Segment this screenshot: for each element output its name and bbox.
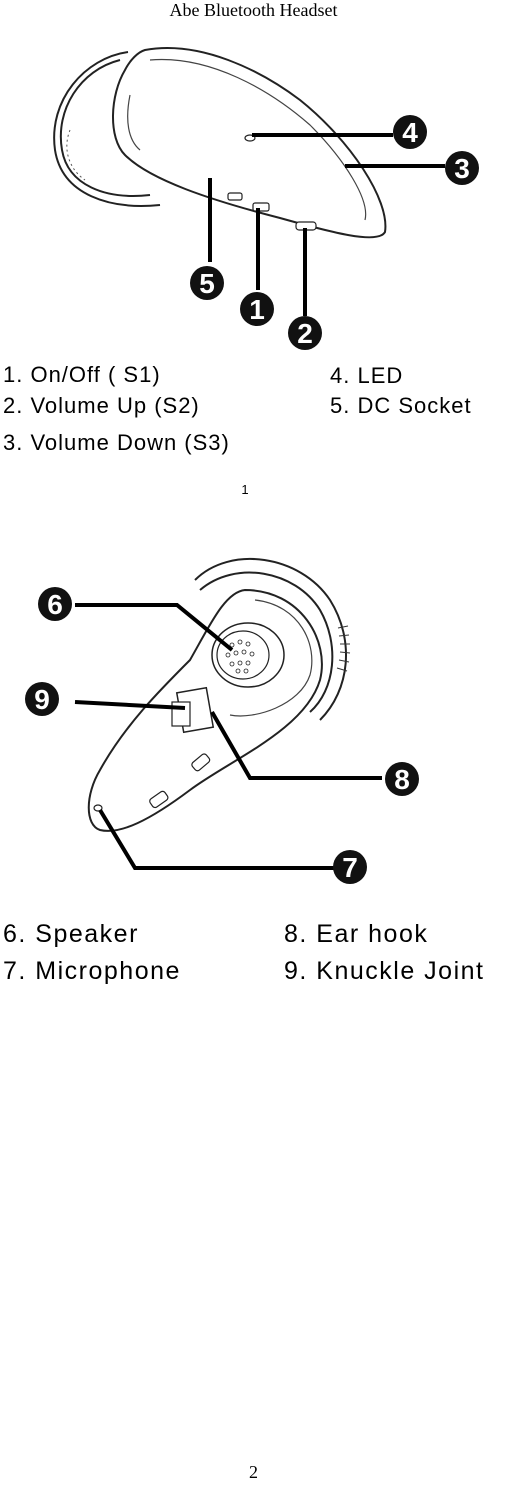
svg-text:7: 7 (342, 852, 358, 883)
callout-9: 9 (25, 682, 59, 716)
headset-diagram-inner-view: 6 9 8 7 (25, 558, 419, 884)
svg-text:3: 3 (454, 153, 470, 184)
document-title: Abe Bluetooth Headset (169, 0, 338, 20)
callout-3: 3 (445, 151, 479, 185)
page-number-1: 1 (241, 482, 249, 497)
label-on-off: 1. On/Off ( S1) (3, 362, 161, 387)
svg-text:6: 6 (47, 589, 63, 620)
label-ear-hook: 8. Ear hook (284, 920, 429, 948)
svg-text:2: 2 (297, 318, 313, 349)
svg-text:1: 1 (249, 294, 265, 325)
svg-text:9: 9 (34, 684, 50, 715)
page-number-2: 2 (249, 1462, 258, 1482)
callout-6: 6 (38, 587, 72, 621)
label-volume-up: 2. Volume Up (S2) (3, 393, 200, 418)
headset-diagram-side-view: 4 3 5 1 2 (53, 47, 479, 350)
callout-2: 2 (288, 316, 322, 350)
svg-text:8: 8 (394, 764, 410, 795)
svg-text:4: 4 (402, 117, 418, 148)
callout-8: 8 (385, 762, 419, 796)
label-microphone: 7. Microphone (3, 957, 181, 985)
label-dc-socket: 5. DC Socket (330, 393, 472, 418)
label-led: 4. LED (330, 363, 404, 388)
callout-7: 7 (333, 850, 367, 884)
callout-4: 4 (393, 115, 427, 149)
label-speaker: 6. Speaker (3, 920, 139, 948)
callout-5: 5 (190, 266, 224, 300)
svg-text:5: 5 (199, 268, 215, 299)
label-volume-down: 3. Volume Down (S3) (3, 430, 230, 455)
label-knuckle-joint: 9. Knuckle Joint (284, 957, 485, 985)
callout-1: 1 (240, 292, 274, 326)
